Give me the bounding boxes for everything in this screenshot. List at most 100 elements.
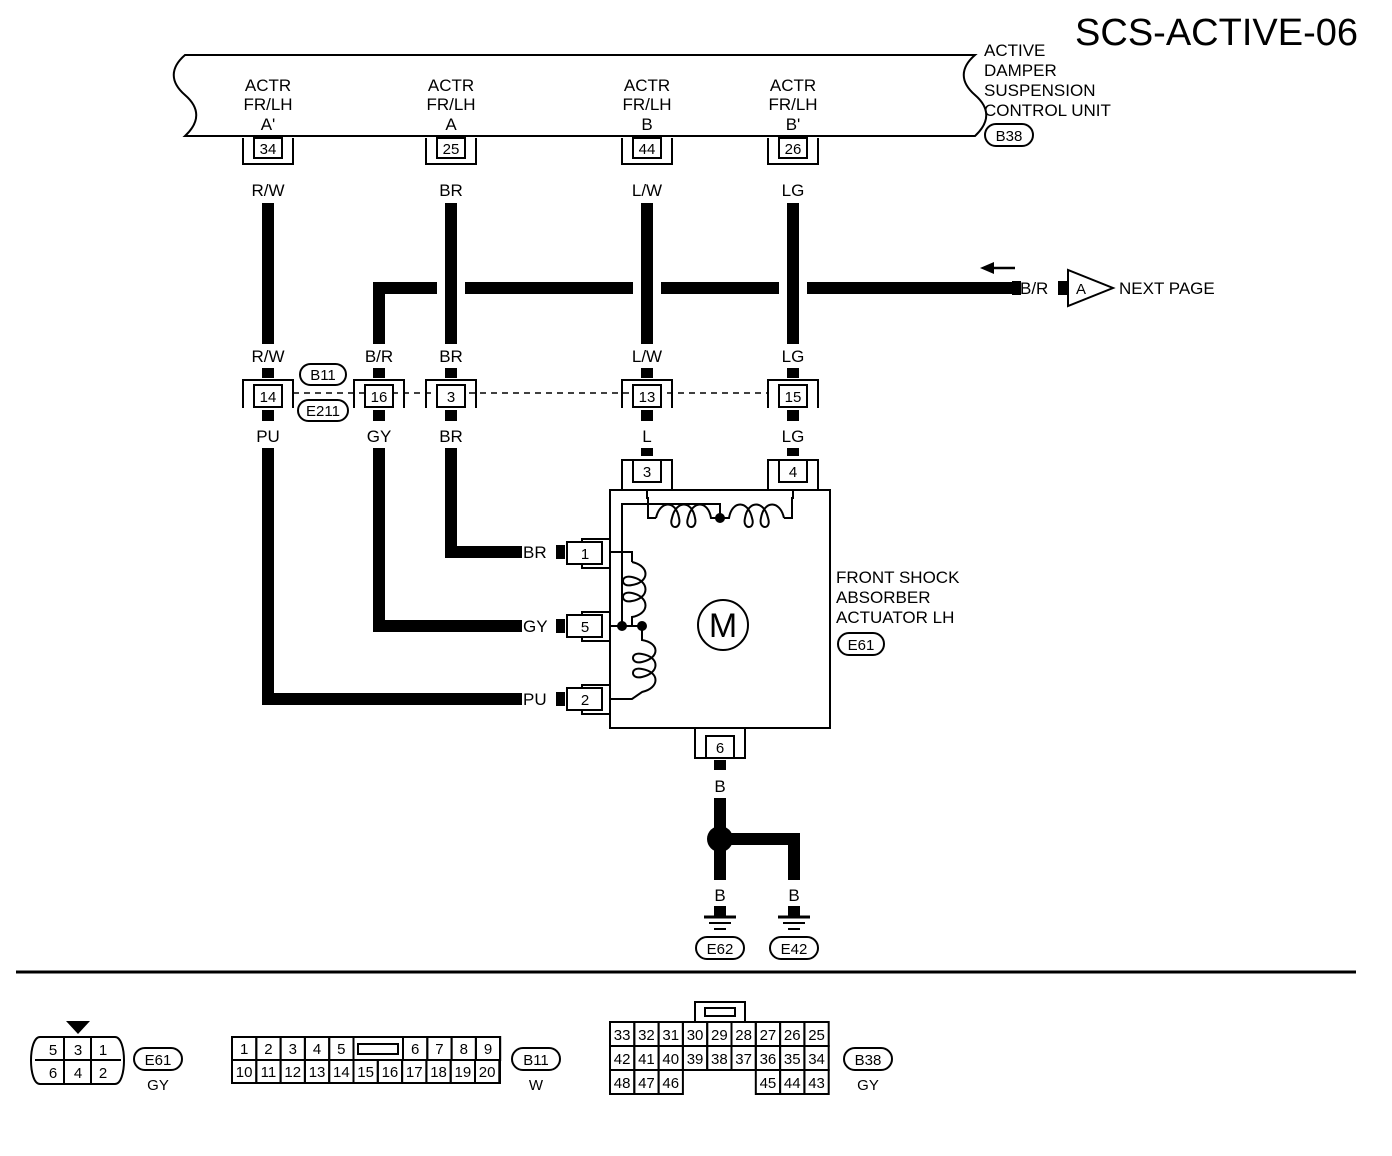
svg-text:B38: B38 bbox=[855, 1052, 882, 1069]
b38-badge: B38 bbox=[843, 1047, 893, 1071]
svg-text:SUSPENSION: SUSPENSION bbox=[984, 81, 1095, 100]
stub-1 bbox=[556, 545, 565, 559]
b38-cell: 37 bbox=[730, 1045, 757, 1071]
svg-text:3: 3 bbox=[447, 389, 455, 406]
svg-text:6: 6 bbox=[49, 1065, 57, 1082]
b38-cell: 29 bbox=[706, 1021, 733, 1047]
svg-text:E62: E62 bbox=[707, 941, 734, 958]
joint-pin-13: 13 bbox=[621, 379, 673, 408]
actuator-wire-label-br: BR bbox=[523, 543, 547, 562]
wire-label-br-top: BR bbox=[439, 181, 463, 200]
svg-text:46: 46 bbox=[662, 1075, 679, 1092]
svg-text:E42: E42 bbox=[781, 941, 808, 958]
wire-gy bbox=[373, 448, 522, 632]
b38-cell: 41 bbox=[633, 1045, 660, 1071]
joint-connector-badge-lower: E211 bbox=[297, 399, 349, 422]
svg-text:FR/LH: FR/LH bbox=[768, 95, 817, 114]
actuator-windings bbox=[610, 490, 794, 700]
b11-cell: 3 bbox=[279, 1036, 306, 1061]
winding-junction-top bbox=[715, 513, 725, 523]
svg-text:16: 16 bbox=[371, 389, 388, 406]
svg-text:B: B bbox=[641, 115, 652, 134]
ground-icon-e62 bbox=[704, 906, 736, 930]
svg-text:1: 1 bbox=[99, 1042, 107, 1059]
svg-text:E61: E61 bbox=[848, 637, 875, 654]
svg-text:44: 44 bbox=[639, 141, 656, 158]
b11-cell: 10 bbox=[231, 1059, 258, 1084]
wire-label-rw-top: R/W bbox=[251, 181, 284, 200]
joint-top-label-15: LG bbox=[782, 347, 805, 366]
svg-text:5: 5 bbox=[581, 619, 589, 636]
svg-text:M: M bbox=[709, 607, 737, 645]
svg-text:30: 30 bbox=[687, 1027, 704, 1044]
ground-icon-e42 bbox=[778, 906, 810, 930]
svg-text:4: 4 bbox=[74, 1065, 82, 1082]
control-unit-connector-badge: B38 bbox=[984, 123, 1034, 147]
b38-cell: 36 bbox=[754, 1045, 782, 1071]
actuator-pin-3: 3 bbox=[621, 459, 673, 490]
actuator-pin-4: 4 bbox=[767, 459, 819, 490]
svg-text:3: 3 bbox=[289, 1041, 297, 1058]
svg-text:A: A bbox=[1076, 281, 1086, 298]
svg-text:36: 36 bbox=[760, 1051, 777, 1068]
b38-cell: 44 bbox=[779, 1069, 806, 1095]
svg-text:10: 10 bbox=[236, 1064, 253, 1081]
svg-text:ABSORBER: ABSORBER bbox=[836, 588, 930, 607]
svg-text:40: 40 bbox=[662, 1051, 679, 1068]
flow-arrow-icon bbox=[980, 262, 1015, 274]
b38-cell: 25 bbox=[803, 1021, 830, 1047]
svg-text:ACTR: ACTR bbox=[624, 76, 670, 95]
wire-label-lg-top: LG bbox=[782, 181, 805, 200]
wire-br-lower bbox=[445, 448, 522, 558]
b11-badge: B11 bbox=[511, 1047, 561, 1071]
b38-cell: 34 bbox=[803, 1045, 830, 1071]
joint-pin-3: 3 bbox=[425, 379, 477, 408]
b11-cell: 13 bbox=[303, 1059, 331, 1084]
svg-text:47: 47 bbox=[638, 1075, 655, 1092]
actuator-body bbox=[609, 489, 831, 729]
svg-text:37: 37 bbox=[735, 1051, 752, 1068]
svg-text:34: 34 bbox=[260, 141, 277, 158]
actuator-pin-5: 5 bbox=[566, 611, 610, 642]
motor-icon: M bbox=[697, 599, 749, 651]
svg-text:B': B' bbox=[786, 115, 801, 134]
svg-text:4: 4 bbox=[313, 1041, 321, 1058]
svg-text:13: 13 bbox=[639, 389, 656, 406]
joint-top-label-3: BR bbox=[439, 347, 463, 366]
cu-terminal-label-3: ACTR FR/LH B bbox=[622, 76, 671, 134]
svg-text:B11: B11 bbox=[523, 1052, 549, 1069]
wire-br-bus bbox=[373, 282, 1012, 344]
b11-cell: 4 bbox=[303, 1036, 331, 1061]
svg-text:20: 20 bbox=[479, 1064, 496, 1081]
svg-text:35: 35 bbox=[784, 1051, 801, 1068]
svg-text:FR/LH: FR/LH bbox=[622, 95, 671, 114]
next-page-stub bbox=[1058, 281, 1067, 295]
svg-text:33: 33 bbox=[614, 1027, 631, 1044]
svg-text:3: 3 bbox=[74, 1042, 82, 1059]
actuator-pin-6: 6 bbox=[694, 728, 746, 759]
b38-cell: 45 bbox=[754, 1069, 782, 1095]
svg-text:14: 14 bbox=[333, 1064, 350, 1081]
svg-text:ACTUATOR LH: ACTUATOR LH bbox=[836, 608, 954, 627]
actuator-pin-1: 1 bbox=[566, 538, 610, 569]
svg-text:15: 15 bbox=[785, 389, 802, 406]
actuator-name: FRONT SHOCK ABSORBER ACTUATOR LH bbox=[836, 568, 960, 627]
svg-text:ACTR: ACTR bbox=[770, 76, 816, 95]
b38-cell: 48 bbox=[609, 1069, 636, 1095]
cu-pin-44: 44 bbox=[621, 137, 673, 165]
b38-cell: 26 bbox=[779, 1021, 806, 1047]
b38-cell: 32 bbox=[633, 1021, 660, 1047]
svg-text:41: 41 bbox=[638, 1051, 655, 1068]
winding-junction-right bbox=[637, 621, 647, 631]
cu-terminal-label-4: ACTR FR/LH B' bbox=[768, 76, 817, 134]
svg-text:5: 5 bbox=[49, 1042, 57, 1059]
svg-text:B11: B11 bbox=[310, 367, 336, 384]
b11-cell: 2 bbox=[255, 1036, 282, 1061]
svg-text:17: 17 bbox=[406, 1064, 423, 1081]
svg-text:7: 7 bbox=[435, 1041, 443, 1058]
cu-pin-34: 34 bbox=[242, 137, 294, 165]
ground-wire-label-1: B bbox=[714, 886, 725, 905]
svg-text:A: A bbox=[445, 115, 457, 134]
b11-cell: 9 bbox=[474, 1036, 502, 1061]
